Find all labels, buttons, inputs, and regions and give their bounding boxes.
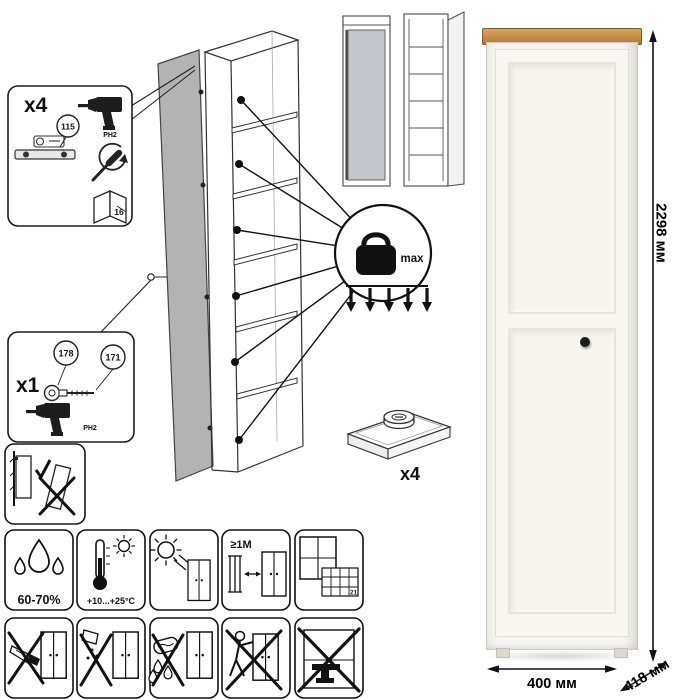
load-value: 8 (372, 248, 379, 263)
wardrobe-open-view (403, 11, 465, 187)
ventilation-window-icon (299, 536, 359, 597)
floor-shadow (482, 650, 642, 662)
feet-qty-label: x4 (400, 464, 420, 484)
max-load-badge: 8 kg max (333, 203, 433, 312)
cabinet-door (495, 49, 629, 637)
care-sunlight-cell (149, 529, 219, 611)
sunlight-icon (150, 534, 192, 571)
care-no-abrasives-cell (76, 617, 146, 699)
wardrobe-door-exploded (147, 49, 214, 482)
assembly-diagram: 8 kg max (4, 11, 465, 699)
care-no-heavy-cell (294, 617, 364, 699)
heater-distance-icon (228, 555, 261, 593)
screwdriver-icon (91, 142, 128, 182)
temperature-range: +10...+25°С (87, 596, 136, 606)
knob-part-a-number: 178 (58, 349, 73, 359)
hinge-part-number: 115 (61, 122, 75, 132)
hinge-tool-label: PH2 (103, 132, 117, 139)
door-lower-panel (508, 328, 616, 614)
hinge-qty-label: x4 (24, 94, 48, 117)
cabinet-foot (614, 648, 628, 658)
knob-callout: x1 178 171 PH2 (7, 279, 152, 443)
manual-book-icon (93, 190, 127, 224)
knob-qty-label: x1 (16, 374, 40, 397)
cabinet-foot (496, 648, 510, 658)
knob-part-b-number: 171 (105, 353, 120, 363)
cabinet-body (486, 42, 638, 650)
door-knob (580, 337, 590, 347)
anti-tip-icon (4, 443, 86, 525)
care-temperature-cell: +10...+25°С (76, 529, 146, 611)
care-humidity-cell: 60-70% (4, 529, 74, 611)
shelf-load-dots (231, 96, 245, 444)
care-no-wet-cell (148, 617, 219, 699)
load-unit: kg (370, 263, 381, 274)
care-no-move-loaded-cell (221, 617, 291, 699)
dimension-width-label: 400 мм (527, 676, 577, 692)
care-distance-cell: ≥1М (221, 529, 291, 611)
care-ventilation-cell: 21 (294, 529, 364, 611)
wardrobe-exploded-view (203, 30, 304, 473)
knob-tool-label: PH2 (83, 425, 97, 432)
down-arrows-icon (346, 285, 432, 312)
door-upper-panel (508, 62, 616, 314)
adjustable-foot-icon (346, 409, 452, 460)
thermometer-icon (93, 535, 135, 590)
humidity-range: 60-70% (17, 593, 60, 607)
heater-distance-label: ≥1М (230, 539, 251, 551)
manual-page-number: 16 (114, 207, 124, 217)
product-render (480, 0, 677, 700)
load-max-label: max (400, 253, 424, 265)
weight-icon (356, 232, 396, 275)
knob-screw-icon (43, 364, 114, 402)
care-no-sharp-cell (4, 617, 74, 699)
hinge-callout: x4 PH2 115 (7, 65, 196, 227)
ventilation-grid-number: 21 (350, 590, 358, 597)
wardrobe-closed-view (342, 15, 391, 187)
dimension-height-label: 2298 мм (652, 203, 670, 263)
hinge-icon (14, 114, 80, 160)
